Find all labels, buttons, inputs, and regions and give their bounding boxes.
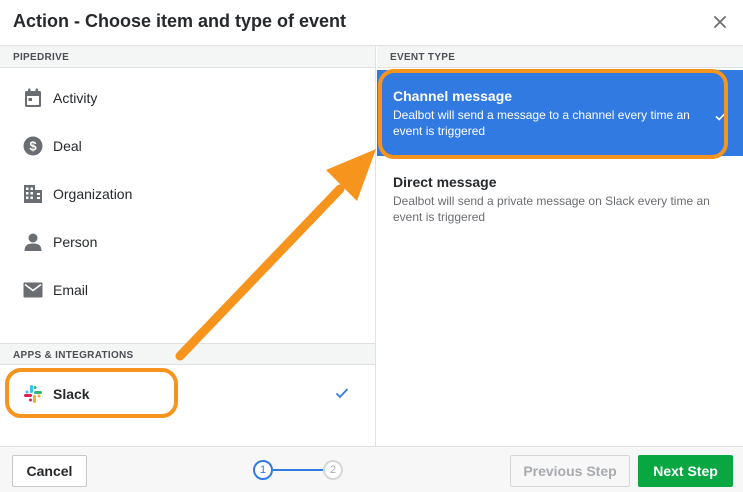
event-title: Channel message [393,88,513,104]
event-description: Dealbot will send a message to a channel… [393,108,690,138]
event-channel-message[interactable]: Channel message Dealbot will send a mess… [377,70,743,156]
item-label: Slack [53,386,90,402]
envelope-icon [22,279,44,301]
step-2: 2 [323,460,343,480]
check-icon [715,108,727,126]
item-organization[interactable]: Organization [0,170,375,218]
item-slack[interactable]: Slack [0,370,375,418]
step-indicator: 1 2 [253,460,345,482]
previous-step-button[interactable]: Previous Step [510,455,630,487]
step-1: 1 [253,460,273,480]
svg-text:$: $ [29,139,37,154]
event-description: Dealbot will send a private message on S… [393,194,710,224]
item-label: Email [53,282,89,298]
item-deal[interactable]: $ Deal [0,122,375,170]
next-step-button[interactable]: Next Step [638,455,733,487]
step-connector [273,469,323,471]
event-type-section-header: EVENT TYPE [377,46,743,68]
item-label: Person [53,234,98,250]
dialog-footer: Cancel 1 2 Previous Step Next Step [0,446,743,492]
item-email[interactable]: Email [0,266,375,314]
event-title: Direct message [393,174,497,190]
close-icon[interactable] [709,11,731,33]
calendar-icon [22,87,44,109]
cancel-button[interactable]: Cancel [12,455,87,487]
dialog-title: Action - Choose item and type of event [13,11,347,31]
slack-icon [22,383,44,405]
apps-section-header: APPS & INTEGRATIONS [0,343,375,365]
item-person[interactable]: Person [0,218,375,266]
event-panel: EVENT TYPE Channel message Dealbot will … [377,46,743,446]
event-direct-message[interactable]: Direct message Dealbot will send a priva… [377,170,743,230]
item-activity[interactable]: Activity [0,74,375,122]
check-icon [335,386,349,404]
dollar-icon: $ [22,135,44,157]
item-panel: PIPEDRIVE Activity $ Deal Organization P… [0,46,376,446]
item-label: Organization [53,186,133,202]
item-label: Activity [53,90,98,106]
building-icon [22,183,44,205]
dialog-header: Action - Choose item and type of event [0,0,743,46]
person-icon [22,231,44,253]
item-label: Deal [53,138,82,154]
pipedrive-section-header: PIPEDRIVE [0,46,375,68]
